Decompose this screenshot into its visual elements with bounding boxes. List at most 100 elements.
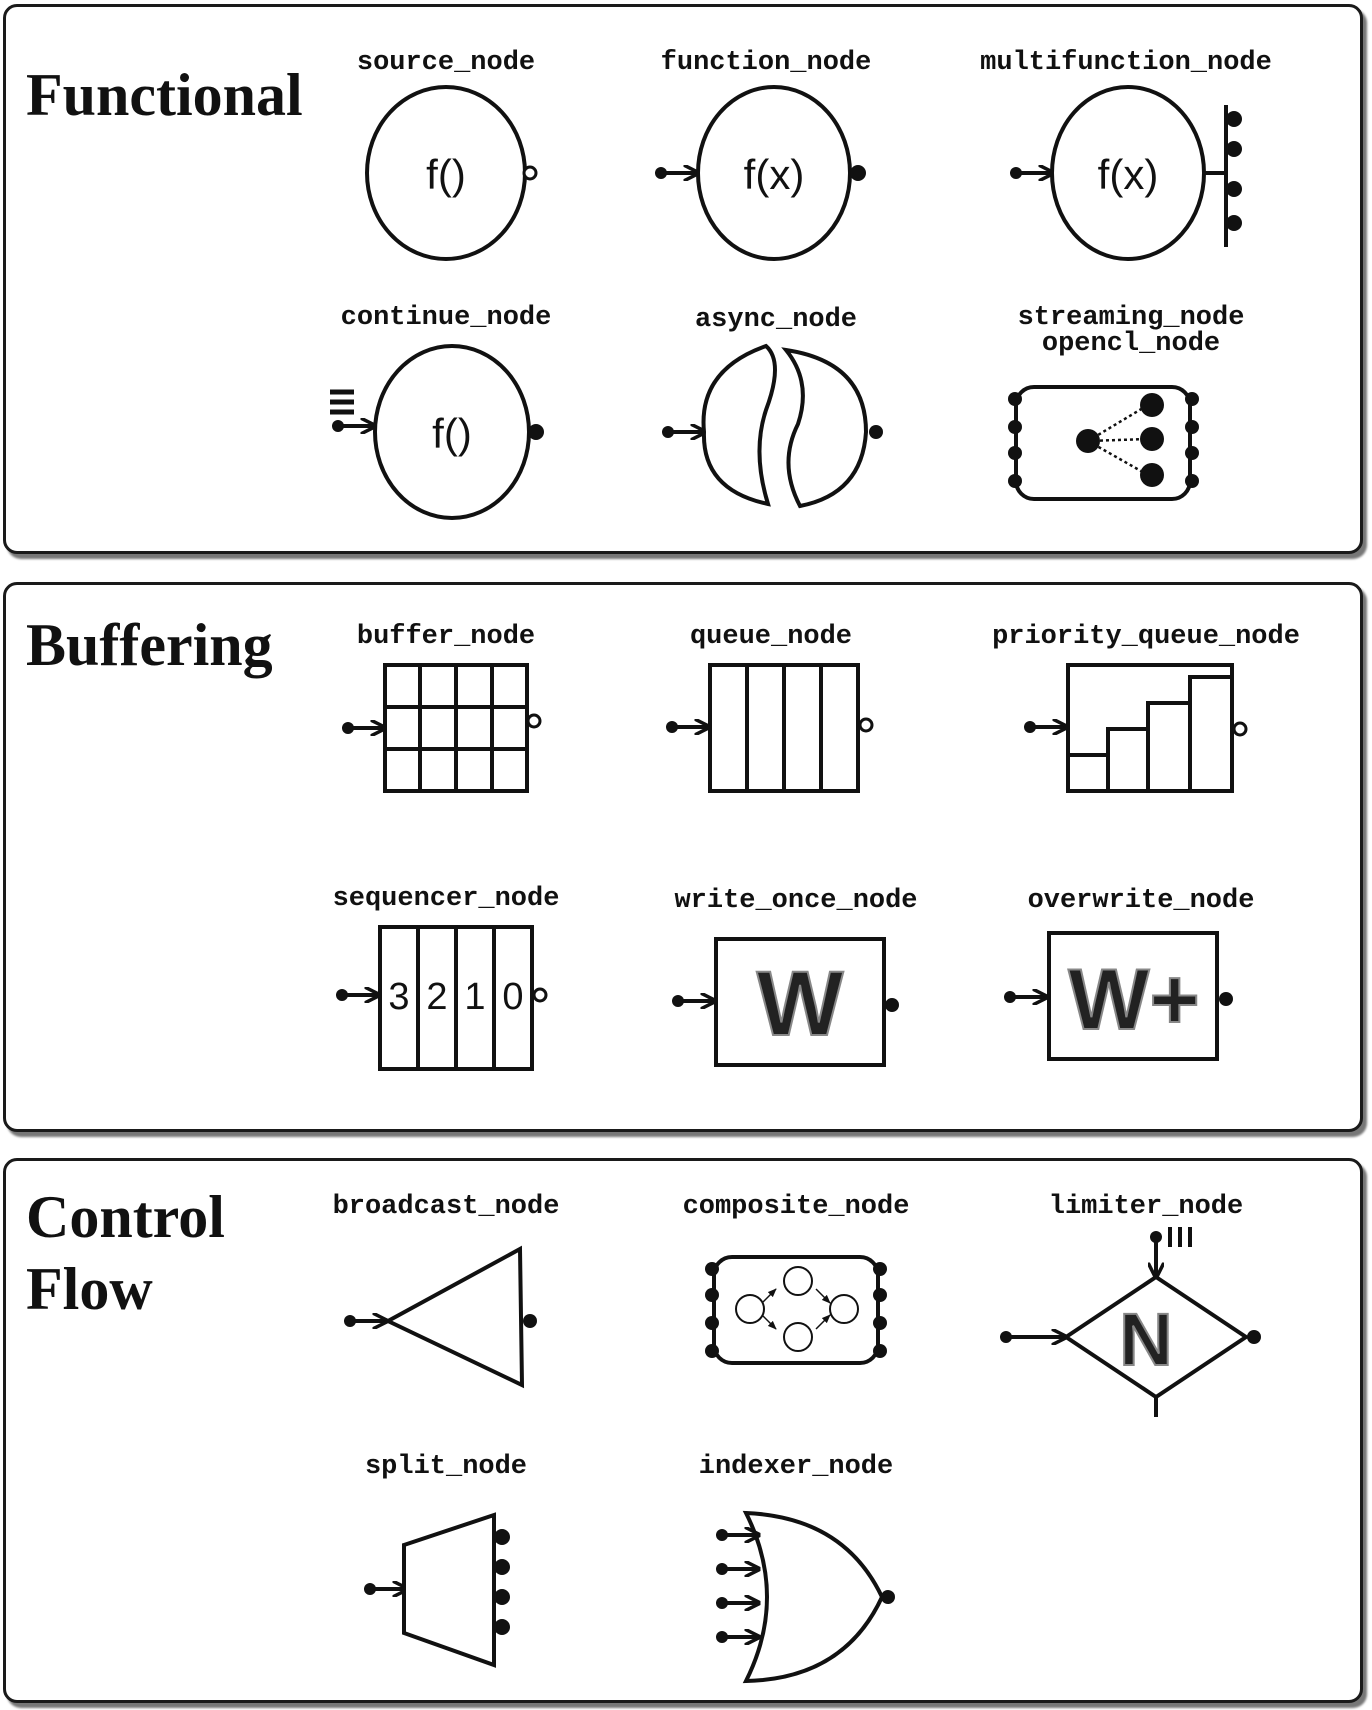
output-port bbox=[885, 998, 899, 1012]
node-label: queue_node bbox=[689, 622, 853, 652]
output-port bbox=[1226, 141, 1242, 157]
output-port bbox=[1226, 111, 1242, 127]
node-label: source_node bbox=[356, 48, 536, 78]
limiter-node: limiter_node N bbox=[996, 1191, 1296, 1431]
output-port bbox=[1247, 1330, 1261, 1344]
multifunction-node-symbol: f(x) bbox=[1010, 85, 1242, 261]
device-dot bbox=[1140, 427, 1164, 451]
write-once-node: write_once_node W bbox=[646, 887, 946, 1107]
source-node: source_node f() bbox=[306, 47, 586, 277]
output-port bbox=[528, 424, 544, 440]
output-port bbox=[523, 1314, 537, 1328]
output-port bbox=[494, 1529, 510, 1545]
streaming-node-symbol bbox=[1008, 385, 1199, 501]
output-port bbox=[869, 425, 883, 439]
output-port bbox=[1185, 474, 1199, 488]
input-port bbox=[1008, 392, 1022, 406]
broadcast-node: broadcast_node bbox=[306, 1191, 586, 1421]
output-port bbox=[881, 1590, 895, 1604]
device-dot bbox=[1140, 463, 1164, 487]
sequence-number: 3 bbox=[388, 976, 409, 1018]
node-glyph: f() bbox=[432, 410, 472, 457]
node-label-opencl: opencl_node bbox=[1041, 329, 1221, 359]
source-node-symbol: f() bbox=[365, 85, 538, 261]
output-port bbox=[1219, 992, 1233, 1006]
async-node: async_node bbox=[626, 302, 926, 542]
continue-node: continue_node f() bbox=[306, 302, 586, 542]
node-label: write_once_node bbox=[674, 886, 918, 916]
node-glyph: f(x) bbox=[744, 151, 805, 198]
write-once-glyph: W bbox=[757, 953, 844, 1055]
node-label: split_node bbox=[364, 1452, 528, 1482]
output-port bbox=[858, 717, 874, 733]
output-port bbox=[526, 713, 542, 729]
node-glyph: f() bbox=[426, 151, 466, 198]
priority-queue-node-symbol bbox=[1024, 663, 1248, 793]
node-label: multifunction_node bbox=[980, 48, 1272, 78]
hub-dot bbox=[1076, 429, 1100, 453]
node-label: function_node bbox=[660, 48, 872, 78]
streaming-node: streaming_node opencl_node bbox=[986, 302, 1276, 542]
node-label: broadcast_node bbox=[332, 1192, 560, 1222]
buffering-panel: Buffering buffer_node queue_node prio bbox=[3, 582, 1363, 1132]
input-port bbox=[705, 1262, 719, 1276]
buffer-node: buffer_node bbox=[306, 621, 586, 821]
output-port bbox=[1185, 420, 1199, 434]
composite-node-symbol bbox=[705, 1255, 887, 1365]
overwrite-node: overwrite_node W+ bbox=[986, 887, 1296, 1107]
overwrite-glyph: W+ bbox=[1068, 952, 1199, 1048]
output-port bbox=[532, 987, 548, 1003]
device-dot bbox=[1140, 393, 1164, 417]
queue-node-symbol bbox=[666, 663, 874, 793]
output-port bbox=[1226, 181, 1242, 197]
output-port bbox=[873, 1288, 887, 1302]
write-once-node-symbol: W bbox=[672, 937, 899, 1067]
indexer-node-symbol bbox=[716, 1510, 895, 1684]
sequence-number: 0 bbox=[502, 976, 523, 1018]
function-node-symbol: f(x) bbox=[655, 85, 866, 261]
multifunction-node: multifunction_node f(x) bbox=[956, 47, 1296, 277]
input-port bbox=[705, 1288, 719, 1302]
function-node: function_node f(x) bbox=[626, 47, 906, 277]
control-flow-panel: Control Flow broadcast_node composite_no… bbox=[3, 1158, 1363, 1703]
panel-title: Buffering bbox=[26, 612, 273, 678]
node-label: indexer_node bbox=[698, 1452, 894, 1482]
inner-node bbox=[735, 1294, 765, 1324]
overwrite-node-symbol: W+ bbox=[1004, 931, 1233, 1061]
input-port bbox=[1008, 446, 1022, 460]
output-port bbox=[494, 1559, 510, 1575]
output-port bbox=[873, 1316, 887, 1330]
broadcast-node-symbol bbox=[344, 1245, 537, 1389]
output-port bbox=[522, 165, 538, 181]
output-port bbox=[1232, 721, 1248, 737]
limiter-node-symbol: N bbox=[1000, 1227, 1261, 1417]
limiter-glyph: N bbox=[1119, 1298, 1172, 1381]
output-port bbox=[1185, 446, 1199, 460]
inner-node bbox=[783, 1322, 813, 1352]
priority-bar bbox=[1106, 727, 1150, 793]
node-label: composite_node bbox=[682, 1192, 910, 1222]
input-port bbox=[1008, 474, 1022, 488]
panel-title-line2: Flow bbox=[26, 1256, 153, 1322]
input-port bbox=[705, 1316, 719, 1330]
node-label: sequencer_node bbox=[332, 884, 560, 914]
panel-title: Control bbox=[26, 1184, 225, 1250]
functional-panel: Functional source_node f() function_node… bbox=[3, 4, 1363, 554]
node-label: continue_node bbox=[340, 303, 552, 333]
sequencer-node-symbol: 3 2 1 0 bbox=[336, 925, 548, 1071]
output-port bbox=[1185, 392, 1199, 406]
inner-node bbox=[783, 1266, 813, 1296]
node-label: buffer_node bbox=[356, 622, 536, 652]
panel-title: Functional bbox=[26, 62, 303, 128]
priority-bar bbox=[1066, 753, 1110, 793]
node-glyph: f(x) bbox=[1098, 151, 1159, 198]
output-port bbox=[873, 1262, 887, 1276]
input-port bbox=[1008, 420, 1022, 434]
output-port bbox=[494, 1619, 510, 1635]
node-label: async_node bbox=[694, 305, 858, 335]
priority-bar bbox=[1146, 701, 1192, 793]
composite-node: composite_node bbox=[646, 1191, 946, 1421]
output-port bbox=[873, 1344, 887, 1358]
indexer-node: indexer_node bbox=[646, 1451, 946, 1691]
node-label: limiter_node bbox=[1048, 1192, 1244, 1222]
